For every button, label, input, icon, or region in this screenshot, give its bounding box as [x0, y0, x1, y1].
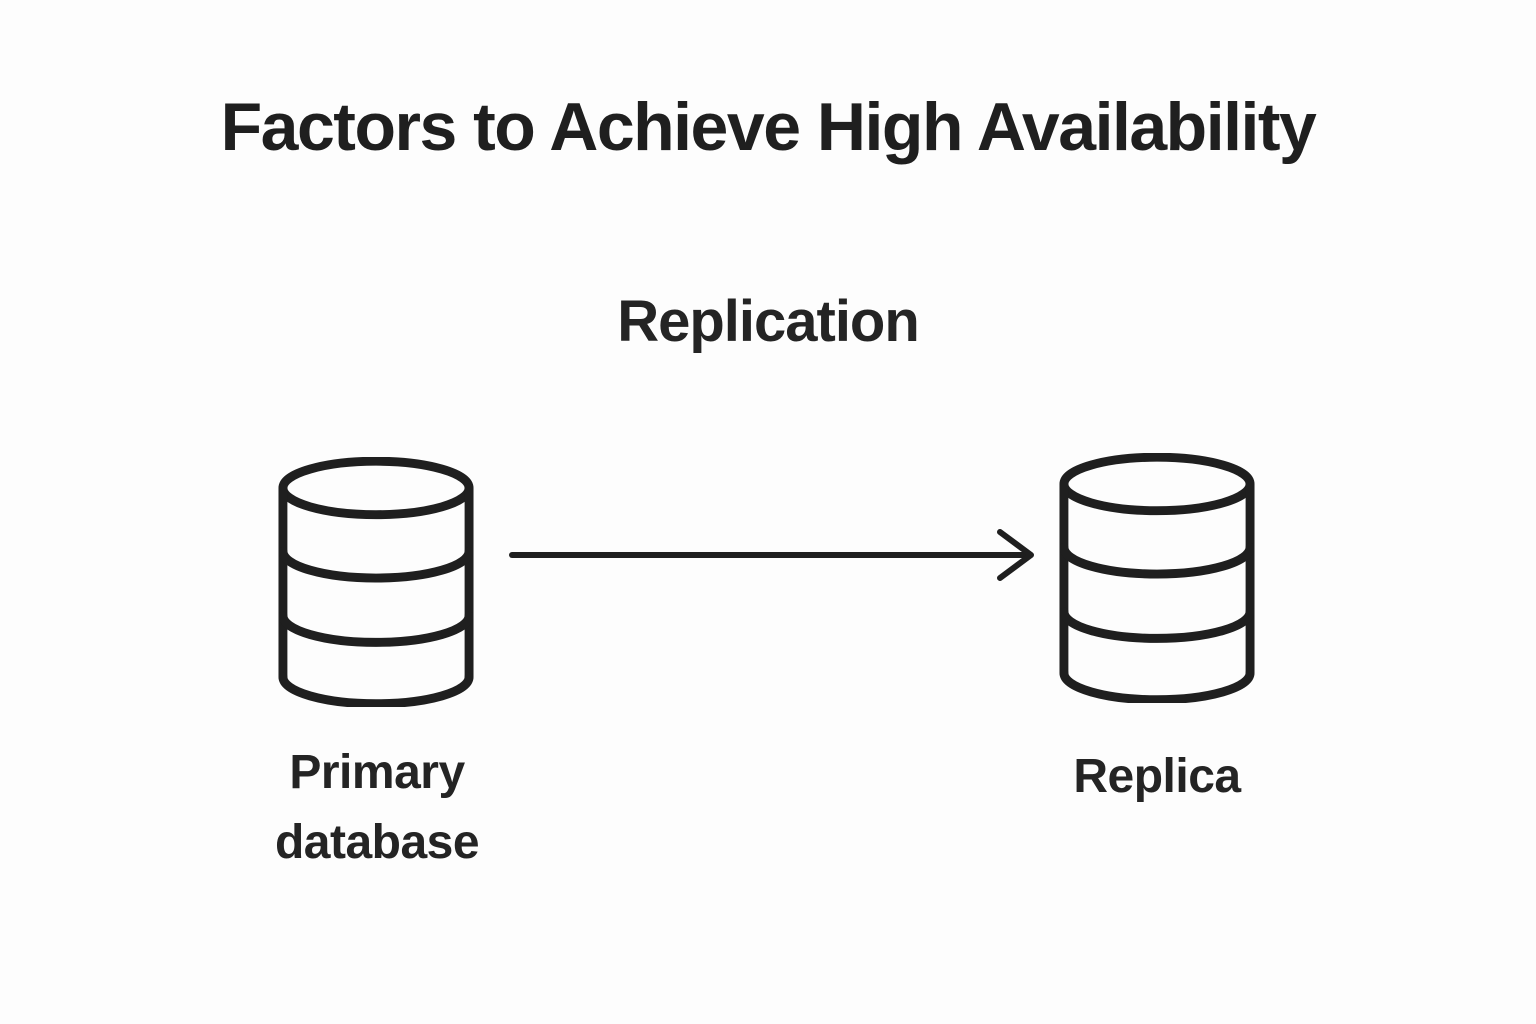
section-subtitle: Replication: [617, 289, 920, 354]
database-icon: [1059, 453, 1255, 703]
page-title: Factors to Achieve High Availability: [220, 89, 1317, 165]
primary-database-label: Primary database: [274, 746, 480, 869]
replication-arrow: [509, 529, 1034, 581]
replica-label: Replica: [1073, 750, 1241, 803]
database-icon: [278, 457, 474, 707]
